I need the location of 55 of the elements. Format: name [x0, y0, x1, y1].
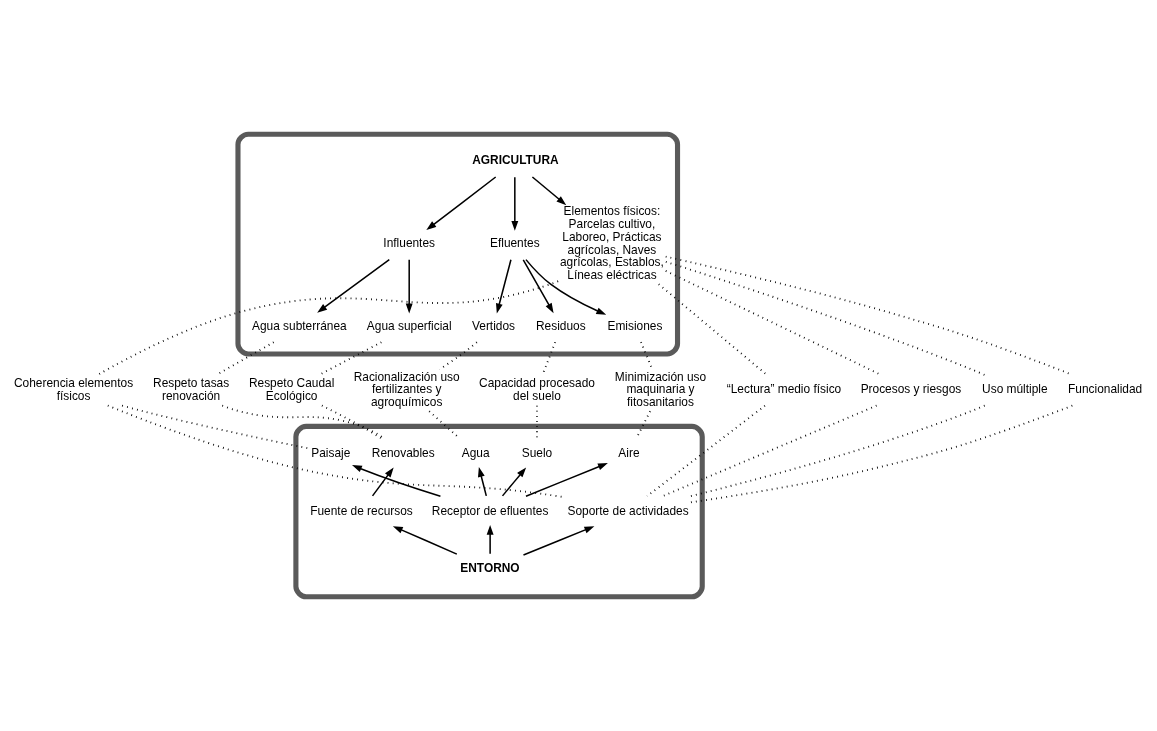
- node-text: Vertidos: [472, 318, 516, 333]
- arrow: [486, 524, 494, 555]
- arrow: [392, 526, 458, 555]
- node-text: Efluentes: [490, 236, 540, 251]
- node-text: Paisaje: [311, 445, 351, 460]
- cluster: [293, 423, 705, 600]
- node-text: Influentes: [383, 236, 436, 251]
- node-text: Receptor de efluentes: [431, 503, 549, 518]
- connector: [320, 404, 383, 440]
- node-text: Coherencia elementos físicos: [13, 375, 134, 403]
- connector: [689, 404, 1074, 504]
- arrow: [405, 259, 413, 314]
- node-text: Agua subterránea: [251, 318, 347, 333]
- node-text: Fuente de recursos: [310, 503, 413, 518]
- node-text: Funcionalidad: [1068, 382, 1143, 397]
- arrow: [496, 259, 512, 314]
- arrow: [426, 176, 497, 231]
- connector: [97, 280, 560, 376]
- node-text: Respeto Caudal Ecológico: [248, 375, 335, 403]
- node-text: Procesos y riesgos: [860, 382, 962, 397]
- node-text: ENTORNO: [460, 560, 520, 575]
- arrow: [477, 467, 488, 497]
- node-text: Capacidad procesado del suelo: [479, 375, 595, 403]
- node-text: Suelo: [521, 445, 553, 460]
- node-text: Soporte de actividades: [567, 503, 689, 518]
- cluster: [235, 131, 681, 357]
- connector: [664, 260, 986, 376]
- arrow: [317, 258, 391, 313]
- node-text: Aire: [618, 445, 640, 460]
- connector: [646, 404, 766, 498]
- arrow: [371, 467, 394, 497]
- arrow: [352, 465, 442, 497]
- node-text: Respeto tasas renovación: [153, 375, 230, 403]
- arrow: [525, 463, 608, 497]
- node-text: Elementos físicos: Parcelas cultivo, Laboreo, Prácticas agrícolas, Naves agrícolas, Establos, Líneas eléctricas: [559, 204, 664, 283]
- arrow: [511, 176, 519, 231]
- node-text: Residuos: [536, 318, 586, 333]
- arrow: [522, 526, 595, 556]
- connector: [121, 404, 309, 450]
- node-text: Uso múltiple: [982, 382, 1048, 397]
- node-text: Minimización uso maquinaria y fitosanitarios: [614, 369, 707, 410]
- node-text: Renovables: [371, 445, 435, 460]
- arrow: [522, 259, 554, 314]
- connector: [661, 404, 878, 498]
- node-text: Agua superficial: [366, 318, 452, 333]
- connector: [657, 283, 768, 376]
- node-text: Racionalización uso fertilizantes y agroquímicos: [353, 369, 460, 410]
- node-text: Agua: [461, 445, 490, 460]
- node-text: “Lectura” medio físico: [726, 382, 842, 397]
- arrow: [531, 176, 567, 206]
- node-text: Emisiones: [607, 318, 663, 333]
- arrow: [501, 467, 527, 497]
- node-text: AGRICULTURA: [472, 152, 559, 167]
- arrow: [525, 258, 607, 315]
- connector: [689, 404, 986, 498]
